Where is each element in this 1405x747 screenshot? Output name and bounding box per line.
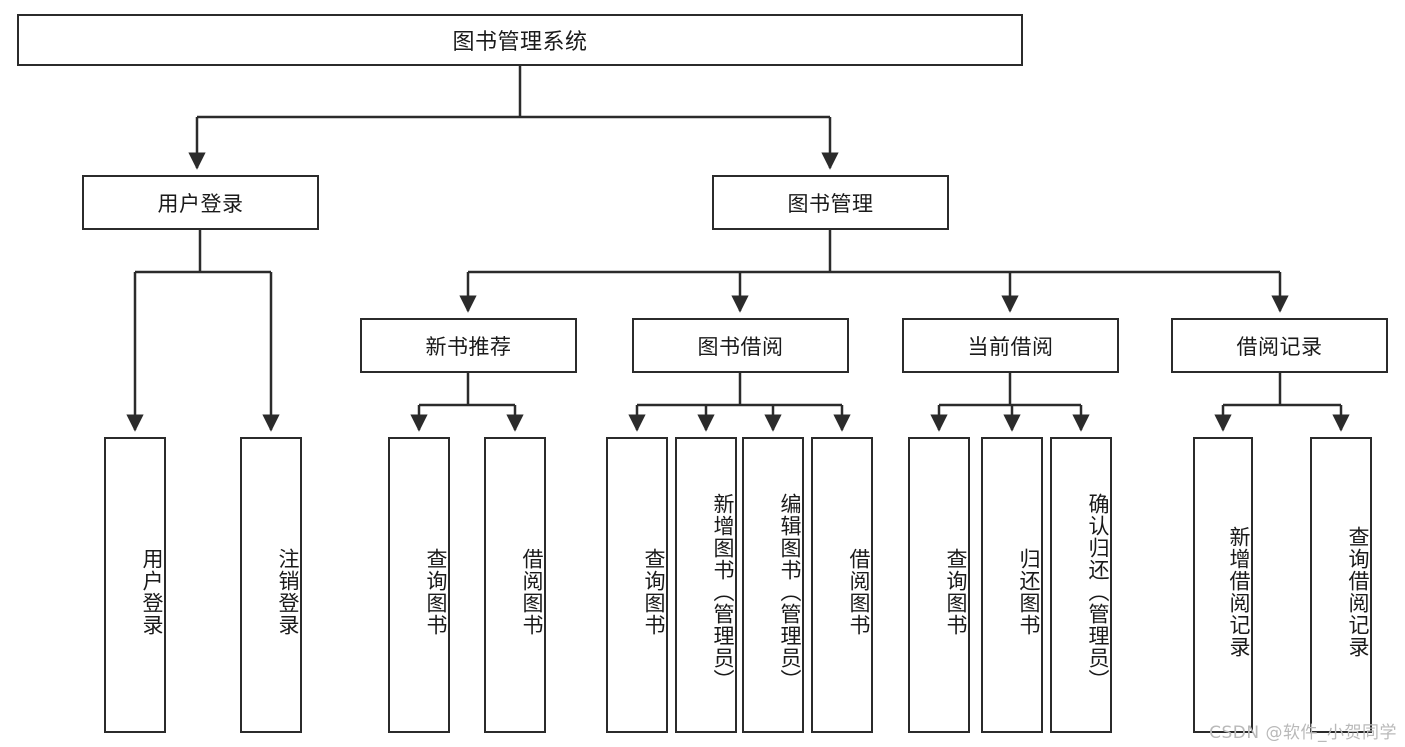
node-leaf-query-book-current[interactable]: 查询图书 — [908, 437, 970, 733]
node-leaf-return-book[interactable]: 归还图书 — [981, 437, 1043, 733]
node-leaf-add-borrow-record[interactable]: 新增借阅记录 — [1193, 437, 1253, 733]
node-leaf-logout[interactable]: 注销登录 — [240, 437, 302, 733]
node-leaf-query-book-borrow[interactable]: 查询图书 — [606, 437, 668, 733]
node-leaf-query-borrow-record[interactable]: 查询借阅记录 — [1310, 437, 1372, 733]
leaf-label: 借阅图书 — [520, 548, 544, 636]
node-leaf-edit-book-admin[interactable]: 编辑图书（管理员） — [742, 437, 804, 733]
node-root[interactable]: 图书管理系统 — [17, 14, 1023, 66]
leaf-label: 查询图书 — [642, 548, 666, 636]
node-book-borrow[interactable]: 图书借阅 — [632, 318, 849, 373]
node-leaf-borrow-book-rec[interactable]: 借阅图书 — [484, 437, 546, 733]
leaf-label: 新增图书（管理员） — [711, 493, 735, 691]
node-leaf-user-login[interactable]: 用户登录 — [104, 437, 166, 733]
node-new-book-recommend[interactable]: 新书推荐 — [360, 318, 577, 373]
leaf-label: 确认归还（管理员） — [1086, 493, 1110, 691]
leaf-label: 查询借阅记录 — [1346, 526, 1370, 658]
leaf-label: 查询图书 — [944, 548, 968, 636]
leaf-label: 新增借阅记录 — [1227, 526, 1251, 658]
node-book-manage[interactable]: 图书管理 — [712, 175, 949, 230]
leaf-label: 编辑图书（管理员） — [778, 493, 802, 691]
leaf-label: 注销登录 — [276, 548, 300, 636]
node-leaf-confirm-return-admin[interactable]: 确认归还（管理员） — [1050, 437, 1112, 733]
watermark-text: CSDN @软件_小贺同学 — [1209, 723, 1397, 743]
node-leaf-borrow-book[interactable]: 借阅图书 — [811, 437, 873, 733]
leaf-label: 归还图书 — [1017, 548, 1041, 636]
leaf-label: 查询图书 — [424, 548, 448, 636]
node-leaf-add-book-admin[interactable]: 新增图书（管理员） — [675, 437, 737, 733]
leaf-label: 用户登录 — [140, 548, 164, 636]
node-user-login[interactable]: 用户登录 — [82, 175, 319, 230]
node-borrow-record[interactable]: 借阅记录 — [1171, 318, 1388, 373]
leaf-label: 借阅图书 — [847, 548, 871, 636]
node-leaf-query-book-rec[interactable]: 查询图书 — [388, 437, 450, 733]
node-current-borrow[interactable]: 当前借阅 — [902, 318, 1119, 373]
